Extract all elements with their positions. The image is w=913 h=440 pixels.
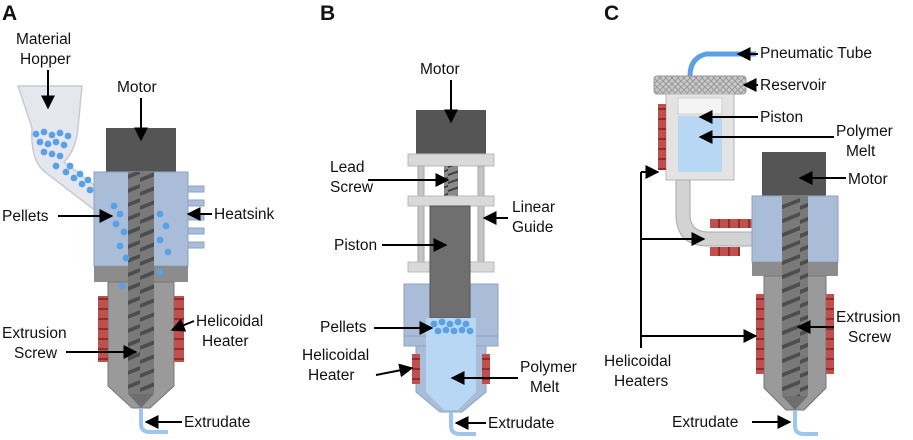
top-plate-b <box>407 153 495 167</box>
label-helicoidal-a: Helicoidal <box>196 313 263 330</box>
label-piston-b: Piston <box>334 237 377 254</box>
label-extrudate-a: Extrudate <box>184 414 250 431</box>
heater-c-left <box>756 294 764 374</box>
label-lead: Lead <box>330 159 364 176</box>
label-reservoir: Reservoir <box>760 77 826 94</box>
label-melt-b: Melt <box>530 379 560 396</box>
label-extrusion-a: Extrusion <box>2 325 67 342</box>
panel-c: C Pneumatic Tube Reservoir Piston Polyme… <box>604 2 901 436</box>
label-hopper: Hopper <box>20 51 71 68</box>
heater-c-right <box>826 294 834 374</box>
panel-a-letter: A <box>2 2 17 25</box>
label-helicoidal-b: Helicoidal <box>302 347 369 364</box>
label-pneumatic: Pneumatic Tube <box>760 45 872 62</box>
label-heaters-c: Heaters <box>614 373 669 390</box>
carriage-plate-b <box>407 195 495 207</box>
extrudate-a <box>139 408 168 434</box>
label-polymer-c: Polymer <box>836 123 893 140</box>
label-extrudate-b: Extrudate <box>488 415 554 432</box>
panel-c-letter: C <box>604 2 619 25</box>
heater-c-pipe-bottom <box>710 247 740 256</box>
label-heatsink: Heatsink <box>214 206 275 223</box>
label-extrusion-c: Extrusion <box>836 309 901 326</box>
label-polymer-b: Polymer <box>520 359 577 376</box>
label-pellets-a: Pellets <box>2 208 49 225</box>
label-guide: Guide <box>512 219 553 236</box>
label-extrudate-c: Extrudate <box>672 414 738 431</box>
motor-c <box>762 152 826 196</box>
label-motor-c: Motor <box>848 171 888 188</box>
label-motor-a: Motor <box>117 79 157 96</box>
label-material: Material <box>16 31 71 48</box>
linear-guide-right <box>477 165 485 267</box>
heater-b-left <box>412 354 420 384</box>
label-helicoidal-c: Helicoidal <box>604 353 671 370</box>
heater-c-pipe-top <box>710 219 754 228</box>
label-piston-c: Piston <box>760 109 803 126</box>
feed-pellets <box>110 202 172 290</box>
reservoir-cap <box>653 75 747 95</box>
panel-b: B Motor Lead Screw Linear Guide Pis <box>302 2 577 436</box>
heater-c-reservoir <box>658 104 666 170</box>
heatsink-fins <box>187 185 205 249</box>
piston-b <box>429 205 471 319</box>
label-motor-b: Motor <box>420 61 460 78</box>
heaters-leader-lines <box>640 165 758 348</box>
label-screw-c: Screw <box>848 329 892 346</box>
feed-pipe-c <box>675 179 757 247</box>
label-lead-screw: Screw <box>330 179 374 196</box>
label-pellets-b: Pellets <box>320 319 367 336</box>
label-heater-a: Heater <box>202 333 249 350</box>
hopper-pellets <box>32 128 110 206</box>
extrudate-b <box>449 412 476 436</box>
heater-b-right <box>482 354 490 384</box>
melt-chamber-b <box>426 318 476 410</box>
pneumatic-tube <box>687 51 756 77</box>
extrusion-screw-a <box>128 172 154 394</box>
extrusion-screw-c <box>782 196 808 396</box>
label-linear: Linear <box>512 199 555 216</box>
panel-a: A <box>2 2 275 434</box>
label-heater-b: Heater <box>308 367 355 384</box>
panel-b-letter: B <box>320 2 335 25</box>
piston-c <box>677 97 723 115</box>
label-melt-c: Melt <box>846 143 876 160</box>
extrudate-c <box>793 410 818 436</box>
polymer-melt-c <box>678 116 722 172</box>
label-screw-a: Screw <box>14 345 58 362</box>
heater-a-left <box>98 296 108 362</box>
